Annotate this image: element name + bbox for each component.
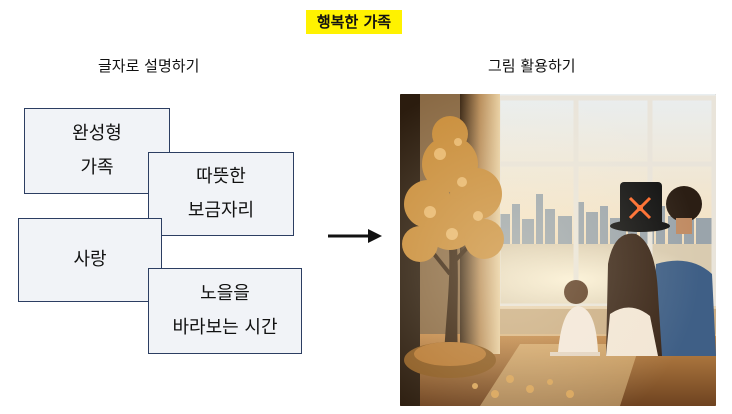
word-card-warm-home: 따뜻한 보금자리: [148, 152, 294, 236]
card-line: 바라보는 시간: [172, 317, 278, 338]
right-arrow-icon: [328, 229, 382, 243]
card-line: 가족: [80, 157, 114, 178]
card-line: 따뜻한: [196, 166, 246, 187]
image-method-heading: 그림 활용하기: [488, 57, 576, 75]
word-card-sunset-time: 노을을 바라보는 시간: [148, 268, 302, 354]
card-line: 사랑: [73, 249, 107, 270]
card-line: 완성형: [72, 123, 122, 144]
family-sunset-illustration: [400, 94, 716, 406]
text-method-heading: 글자로 설명하기: [98, 57, 200, 75]
word-card-complete-family: 완성형 가족: [24, 108, 170, 194]
family-scene-image: [400, 94, 716, 406]
card-line: 노을을: [200, 283, 250, 304]
word-card-love: 사랑: [18, 218, 162, 302]
card-line: 보금자리: [187, 200, 255, 221]
page-title: 행복한 가족: [306, 10, 402, 34]
